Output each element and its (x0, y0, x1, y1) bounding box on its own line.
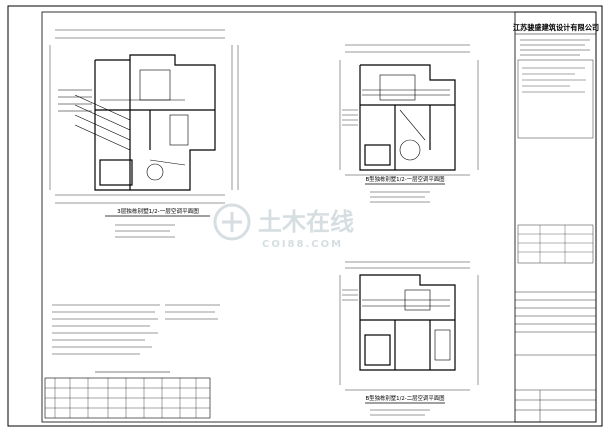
plan-2-legend (370, 191, 430, 203)
watermark-url: COI88.COM (262, 239, 343, 250)
plan-1-title: 3层独栋别墅1/2-一层空调平面图 (117, 207, 199, 215)
title-block-stamp (517, 59, 594, 139)
equipment-table (44, 371, 211, 419)
plan-3-ducts (362, 289, 451, 361)
plan-1-walls (94, 54, 216, 191)
plan-2-dimension-lines (339, 44, 479, 176)
plan-3: B型独栋别墅1/2-二层空调平面图 (339, 261, 479, 416)
signature-block (517, 224, 594, 264)
plan-3-legend (370, 409, 430, 416)
watermark: 土木在线 COI88.COM (213, 203, 354, 250)
watermark-logo-mark (222, 212, 242, 232)
plan-2-ducts (362, 74, 450, 161)
company-name: 江苏骏盛建筑设计有限公司 (513, 23, 599, 32)
watermark-brand: 土木在线 (258, 208, 354, 236)
plan-1-dimension-lines (49, 29, 239, 204)
title-block: 江苏骏盛建筑设计有限公司 (513, 11, 599, 423)
company-info-lines (520, 39, 590, 56)
plan-2-walls (359, 64, 456, 171)
plan-2-title: B型独栋别墅1/2-一层空调平面图 (365, 175, 444, 183)
plan-2-notes (342, 109, 358, 126)
plan-1-notes (58, 89, 92, 112)
stamp-lines (522, 67, 586, 93)
plan-3-notes (342, 289, 358, 301)
title-block-rows (515, 291, 596, 422)
design-notes (52, 304, 220, 355)
plan-3-walls (359, 274, 456, 371)
sheet-outer-frame (7, 5, 603, 427)
plan-1-legend (115, 224, 175, 238)
plan-1-ducts (74, 69, 189, 181)
watermark-logo-icon (213, 203, 251, 241)
plan-3-dimension-lines (339, 261, 479, 391)
signature-grid (518, 225, 593, 263)
plan-2: B型独栋别墅1/2-一层空调平面图 (339, 44, 479, 203)
plan-1: 3层独栋别墅1/2-一层空调平面图 (49, 29, 239, 238)
plan-3-title: B型独栋别墅1/2-二层空调平面图 (365, 394, 444, 402)
